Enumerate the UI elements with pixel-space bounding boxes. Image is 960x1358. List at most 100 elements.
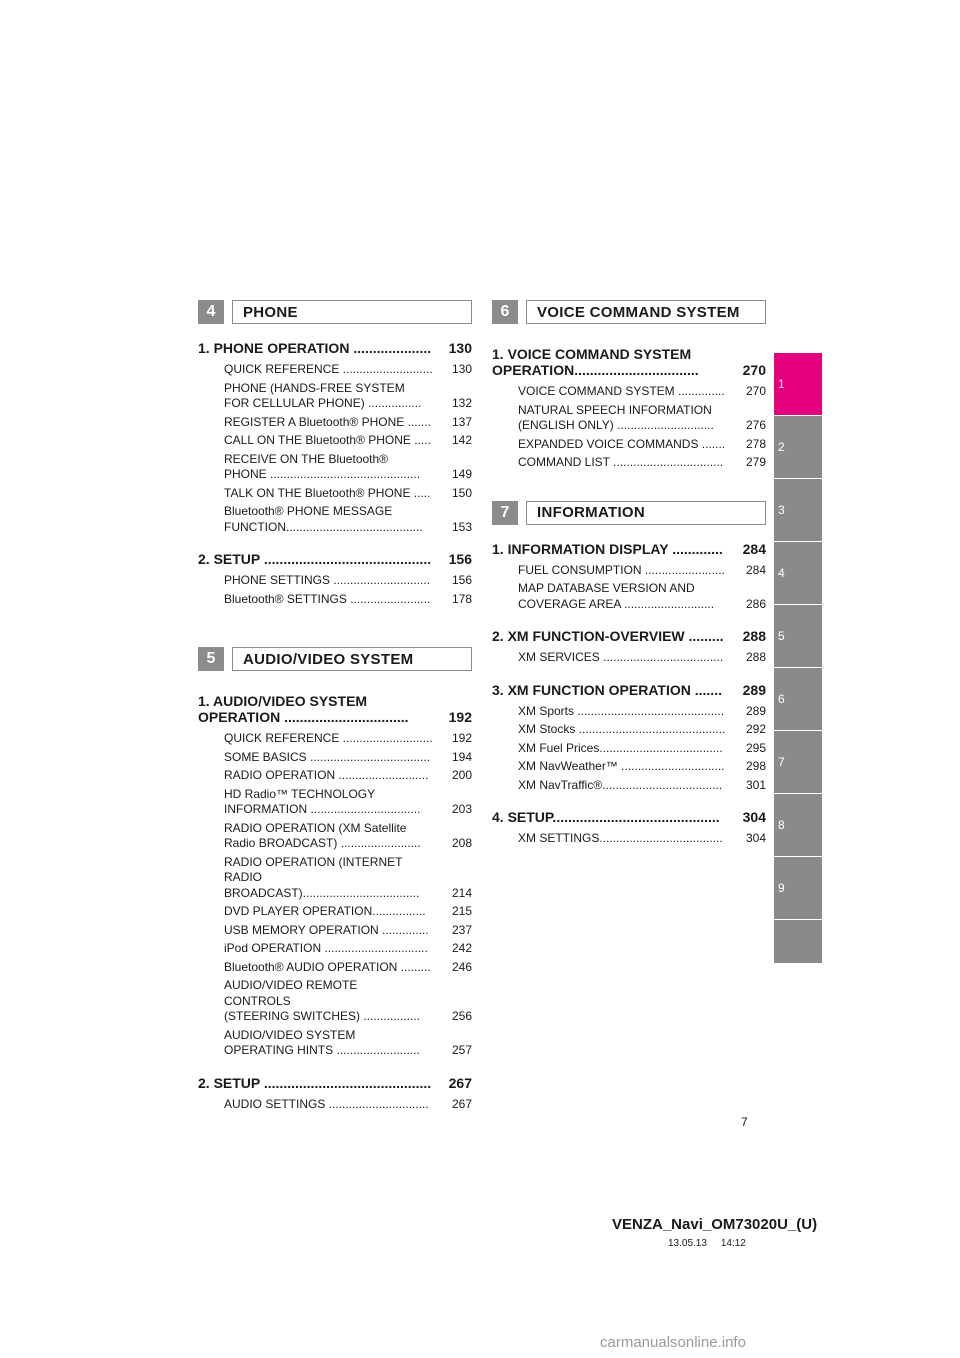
chapter-tab-blank[interactable] — [774, 919, 822, 963]
chapter-page: 288 — [742, 628, 766, 644]
entry-title: VOICE COMMAND SYSTEM .............. — [518, 384, 725, 398]
toc-entry[interactable]: QUICK REFERENCE ........................… — [224, 362, 472, 378]
chapter-title: 1. AUDIO/VIDEO SYSTEM OPERATION ........… — [198, 693, 409, 725]
section-number-badge: 7 — [492, 500, 518, 525]
toc-entry[interactable]: CALL ON THE Bluetooth® PHONE .....142 — [224, 433, 472, 449]
toc-entry[interactable]: QUICK REFERENCE ........................… — [224, 731, 472, 747]
entry-page: 200 — [451, 768, 472, 782]
entry-title: MAP DATABASE VERSION AND COVERAGE AREA .… — [518, 581, 715, 611]
toc-entry[interactable]: SOME BASICS ............................… — [224, 750, 472, 766]
toc-entry[interactable]: Bluetooth® PHONE MESSAGE FUNCTION.......… — [224, 504, 472, 535]
toc-entry[interactable]: AUDIO SETTINGS .........................… — [224, 1097, 472, 1113]
toc-entry[interactable]: XM Fuel Prices..........................… — [518, 741, 766, 757]
entry-title: AUDIO/VIDEO REMOTE CONTROLS (STEERING SW… — [224, 978, 421, 1023]
toc-entry[interactable]: AUDIO/VIDEO REMOTE CONTROLS (STEERING SW… — [224, 978, 472, 1025]
chapter-tab-3[interactable]: 3 — [774, 478, 822, 541]
toc-entry[interactable]: XM SERVICES ............................… — [518, 650, 766, 666]
toc-entry[interactable]: AUDIO/VIDEO SYSTEM OPERATING HINTS .....… — [224, 1028, 472, 1059]
toc-section: 7 INFORMATION 1. INFORMATION DISPLAY .....… — [492, 500, 766, 847]
toc-entry[interactable]: PHONE SETTINGS .........................… — [224, 573, 472, 589]
chapter-title: 2. SETUP ...............................… — [198, 551, 432, 567]
chapter-tab-5[interactable]: 5 — [774, 604, 822, 667]
entry-page: 215 — [451, 904, 472, 918]
chapter-heading[interactable]: 1. VOICE COMMAND SYSTEM OPERATION.......… — [492, 346, 766, 378]
chapter-tab-1[interactable]: 1 — [774, 352, 822, 415]
chapter-title: 3. XM FUNCTION OPERATION ....... — [492, 681, 722, 698]
entry-page: 279 — [745, 455, 766, 469]
entry-page: 237 — [451, 922, 472, 937]
entry-page: 298 — [745, 759, 766, 773]
chapter-tab-2[interactable]: 2 — [774, 415, 822, 478]
entry-title: QUICK REFERENCE ........................… — [224, 731, 433, 745]
chapter-page: 284 — [742, 540, 766, 557]
chapter-title: 1. VOICE COMMAND SYSTEM OPERATION.......… — [492, 346, 699, 378]
entry-page: 289 — [745, 703, 766, 718]
toc-entry[interactable]: XM Sports ..............................… — [518, 704, 766, 720]
toc-entry[interactable]: VOICE COMMAND SYSTEM .............. 270 — [518, 384, 766, 400]
entry-page: 278 — [745, 436, 766, 451]
toc-entry[interactable]: XM NavWeather™ .........................… — [518, 759, 766, 775]
entry-page: 194 — [451, 749, 472, 764]
chapter-tab-6[interactable]: 6 — [774, 667, 822, 730]
chapter-title: 2. XM FUNCTION-OVERVIEW ......... — [492, 628, 724, 644]
toc-entry[interactable]: EXPANDED VOICE COMMANDS .......278 — [518, 437, 766, 453]
toc-entry[interactable]: REGISTER A Bluetooth® PHONE .......137 — [224, 415, 472, 431]
toc-entry[interactable]: XM NavTraffic®..........................… — [518, 778, 766, 794]
entry-title: XM Stocks ..............................… — [518, 722, 726, 736]
chapter-heading[interactable]: 2. XM FUNCTION-OVERVIEW ......... 288 — [492, 628, 766, 644]
toc-entry[interactable]: RADIO OPERATION (XM Satellite Radio BROA… — [224, 821, 472, 852]
chapter-heading[interactable]: 2. SETUP ...............................… — [198, 551, 472, 567]
chapter-tab-7[interactable]: 7 — [774, 730, 822, 793]
entry-page: 192 — [451, 731, 472, 745]
toc-entry[interactable]: PHONE (HANDS-FREE SYSTEM FOR CELLULAR PH… — [224, 381, 472, 412]
entry-page: 242 — [451, 941, 472, 955]
chapter-tab-8[interactable]: 8 — [774, 793, 822, 856]
toc-entry[interactable]: DVD PLAYER OPERATION................215 — [224, 904, 472, 920]
toc-entry[interactable]: USB MEMORY OPERATION ..............237 — [224, 923, 472, 939]
chapter-heading[interactable]: 1. PHONE OPERATION ....................1… — [198, 340, 472, 356]
entry-title: COMMAND LIST ...........................… — [518, 455, 724, 469]
chapter-heading[interactable]: 3. XM FUNCTION OPERATION .......289 — [492, 682, 766, 698]
toc-entry[interactable]: Bluetooth® AUDIO OPERATION .........246 — [224, 960, 472, 976]
toc-entry[interactable]: NATURAL SPEECH INFORMATION (ENGLISH ONLY… — [518, 403, 766, 434]
toc-entry[interactable]: XM SETTINGS.............................… — [518, 831, 766, 847]
chapter-tab-4[interactable]: 4 — [774, 541, 822, 604]
chapter-heading[interactable]: 2. SETUP ...............................… — [198, 1075, 472, 1091]
toc-entry[interactable]: COMMAND LIST ...........................… — [518, 455, 766, 471]
toc-entry[interactable]: MAP DATABASE VERSION AND COVERAGE AREA .… — [518, 581, 766, 612]
entry-page: 178 — [451, 591, 472, 606]
chapter-heading[interactable]: 4. SETUP................................… — [492, 809, 766, 825]
toc-entry[interactable]: HD Radio™ TECHNOLOGY INFORMATION .......… — [224, 787, 472, 818]
chapter-page: 267 — [448, 1074, 472, 1091]
chapter-page: 304 — [742, 809, 766, 825]
entry-page: 276 — [745, 418, 766, 432]
toc-entry[interactable]: FUEL CONSUMPTION .......................… — [518, 563, 766, 579]
entry-title: Bluetooth® PHONE MESSAGE FUNCTION.......… — [224, 504, 423, 534]
entry-title: XM SETTINGS.............................… — [518, 831, 723, 845]
toc-entry[interactable]: Bluetooth® SETTINGS ....................… — [224, 592, 472, 608]
entry-page: 270 — [745, 384, 766, 398]
entry-page: 156 — [451, 573, 472, 587]
entry-page: 256 — [451, 1009, 472, 1023]
section-number-badge: 5 — [198, 647, 224, 671]
entry-page: 246 — [451, 959, 472, 974]
entry-page: 142 — [451, 433, 472, 447]
entry-title: iPod OPERATION .........................… — [224, 941, 428, 955]
entry-page: 203 — [451, 802, 472, 816]
toc-entry[interactable]: RECEIVE ON THE Bluetooth® PHONE ........… — [224, 452, 472, 483]
chapter-page: 192 — [448, 709, 472, 725]
section-number-badge: 4 — [198, 300, 224, 324]
entry-page: 286 — [745, 596, 766, 611]
chapter-heading[interactable]: 1. INFORMATION DISPLAY .............284 — [492, 541, 766, 557]
toc-entry[interactable]: TALK ON THE Bluetooth® PHONE .....150 — [224, 486, 472, 502]
toc-entry[interactable]: XM Stocks ..............................… — [518, 722, 766, 738]
chapter-tab-9[interactable]: 9 — [774, 856, 822, 919]
toc-entry[interactable]: iPod OPERATION .........................… — [224, 941, 472, 957]
section-title: INFORMATION — [526, 500, 766, 525]
toc-entry[interactable]: RADIO OPERATION (INTERNET RADIO BROADCAS… — [224, 855, 472, 902]
toc-entry[interactable]: RADIO OPERATION ........................… — [224, 768, 472, 784]
chapter-heading[interactable]: 1. AUDIO/VIDEO SYSTEM OPERATION ........… — [198, 693, 472, 725]
